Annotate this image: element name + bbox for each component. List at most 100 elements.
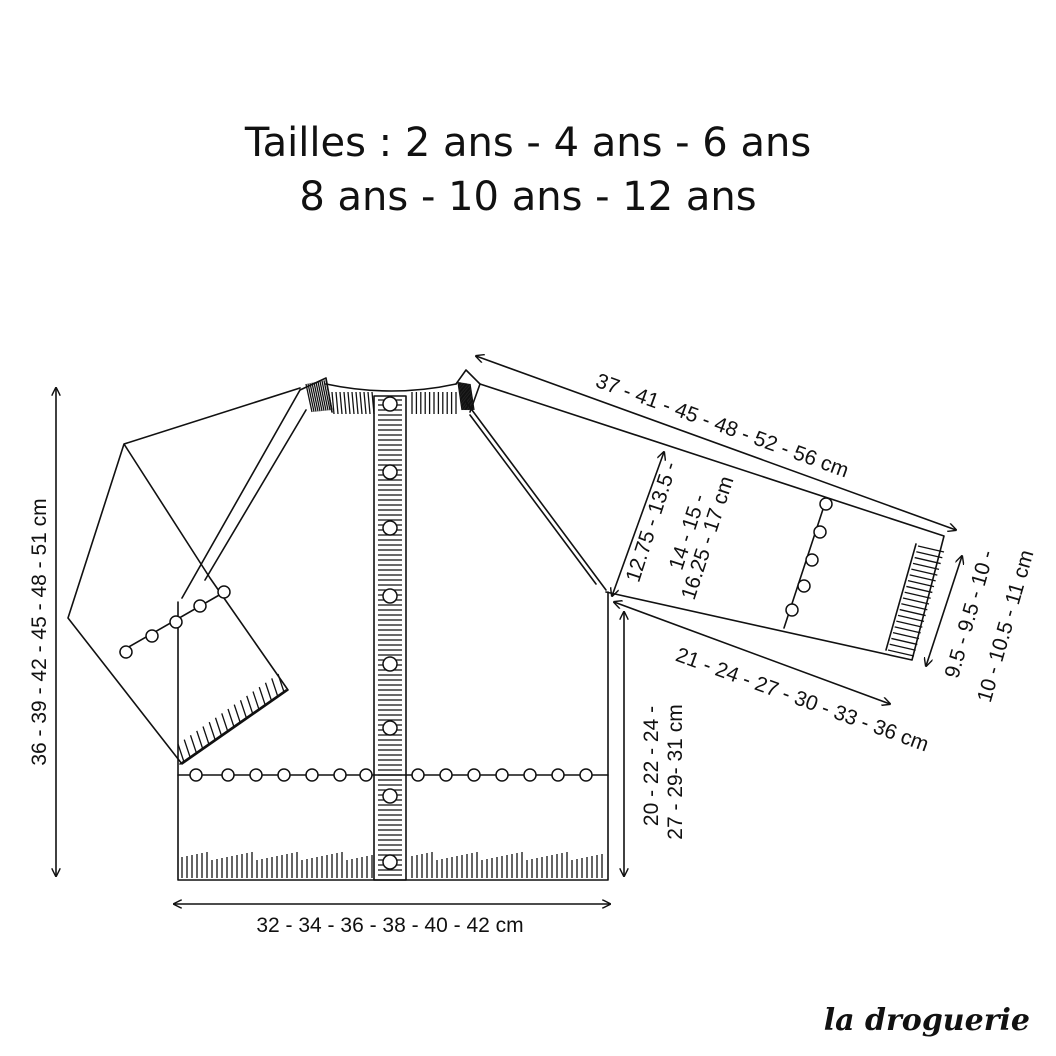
rib-stroke [305,383,313,413]
rib-stroke [277,673,285,693]
rib-stroke [367,391,371,415]
rib-stroke [359,391,363,415]
rib-stroke [914,556,941,565]
button [382,396,398,412]
button [382,720,398,736]
sleeve-length-arrow [476,356,956,530]
button [221,768,235,782]
armhole-depth-arrow [612,452,664,596]
rib-stroke [465,383,472,411]
button [813,525,827,539]
rib-stroke [463,382,469,411]
rib-stroke [371,391,375,415]
rib-stroke [311,382,319,412]
buttons [119,396,833,870]
sleeve-length-label: 37 - 41 - 45 - 48 - 52 - 56 cm [593,369,852,482]
rib-stroke [258,686,266,706]
rib-stroke [902,597,930,605]
right-raglan-inner-seam [469,414,597,585]
sizes-title-line-2: 8 ans - 10 ans - 12 ans [299,174,757,220]
rib-stroke [339,391,343,415]
underarm-sleeve-label: 21 - 24 - 27 - 30 - 33 - 36 cm [673,643,932,756]
rib-stroke [343,391,347,415]
button [523,768,537,782]
button [119,645,133,659]
rib-stroke [335,391,339,415]
button [189,768,203,782]
cuff-width-arrow [926,556,962,666]
rib-stroke [901,603,928,611]
button [579,768,593,782]
button [145,629,159,643]
rib-stroke [227,708,235,728]
rib-stroke [904,591,931,599]
rib-stroke [196,730,204,750]
right-raglan-seam [465,401,607,591]
rib-stroke [221,713,229,732]
button [382,854,398,870]
underarm-sleeve-arrow [614,602,890,704]
rib-stroke [459,382,466,411]
rib-stroke [897,614,925,622]
rib-stroke [917,545,945,553]
rib-stroke [239,700,248,719]
rib-stroke [889,643,916,651]
rib-stroke [351,391,355,415]
button [382,588,398,604]
rib-stroke [264,682,273,701]
rib-stroke [331,391,335,415]
rib-stroke [912,562,940,570]
button [359,768,373,782]
rib-stroke [177,743,185,763]
button [382,788,398,804]
button [333,768,347,782]
side-seam-label-line-1: 20 - 22 - 24 - [640,706,663,826]
rib-stroke [909,574,936,582]
rib-stroke [458,382,464,411]
rib-stroke [323,380,331,411]
button [551,768,565,782]
rib-stroke [202,726,210,745]
rib-stroke [899,608,926,617]
rib-stroke [469,383,475,411]
rib-stroke [208,721,216,741]
rib-stroke [911,568,938,576]
button [193,599,207,613]
half-chest-label: 32 - 34 - 36 - 38 - 40 - 42 cm [256,914,523,937]
rib-stroke [315,381,323,412]
rib-stroke [325,379,333,411]
side-seam-label-line-2: 27 - 29- 31 cm [664,704,687,839]
neckline [325,383,457,392]
left-sleeve-outline [67,387,301,765]
button [382,464,398,480]
rib-stroke [457,381,463,411]
button [249,768,263,782]
button [382,520,398,536]
left-sleeve-cuff-line [179,689,287,765]
rib-stroke [313,382,321,412]
rib-stroke [271,678,279,697]
rib-stroke [246,695,254,715]
rib-stroke [464,383,470,411]
rib-stroke [252,691,260,710]
rib-stroke [462,382,468,411]
rib-stroke [363,391,367,415]
button [467,768,481,782]
button [382,656,398,672]
rib-stroke [309,383,317,412]
rib-stroke [896,620,923,628]
body-outline [177,591,609,881]
rib-stroke [317,381,325,411]
rib-stroke [347,391,351,415]
button [805,553,819,567]
left-raglan-inner-seam [204,409,307,581]
sizes-title-line-1: Tailles : 2 ans - 4 ans - 6 ans [244,120,812,166]
button-band [373,395,407,881]
rib-stroke [894,626,921,634]
button [277,768,291,782]
rib-stroke [307,383,315,412]
button [439,768,453,782]
rib-stroke [355,391,359,415]
rib-stroke [906,585,933,594]
